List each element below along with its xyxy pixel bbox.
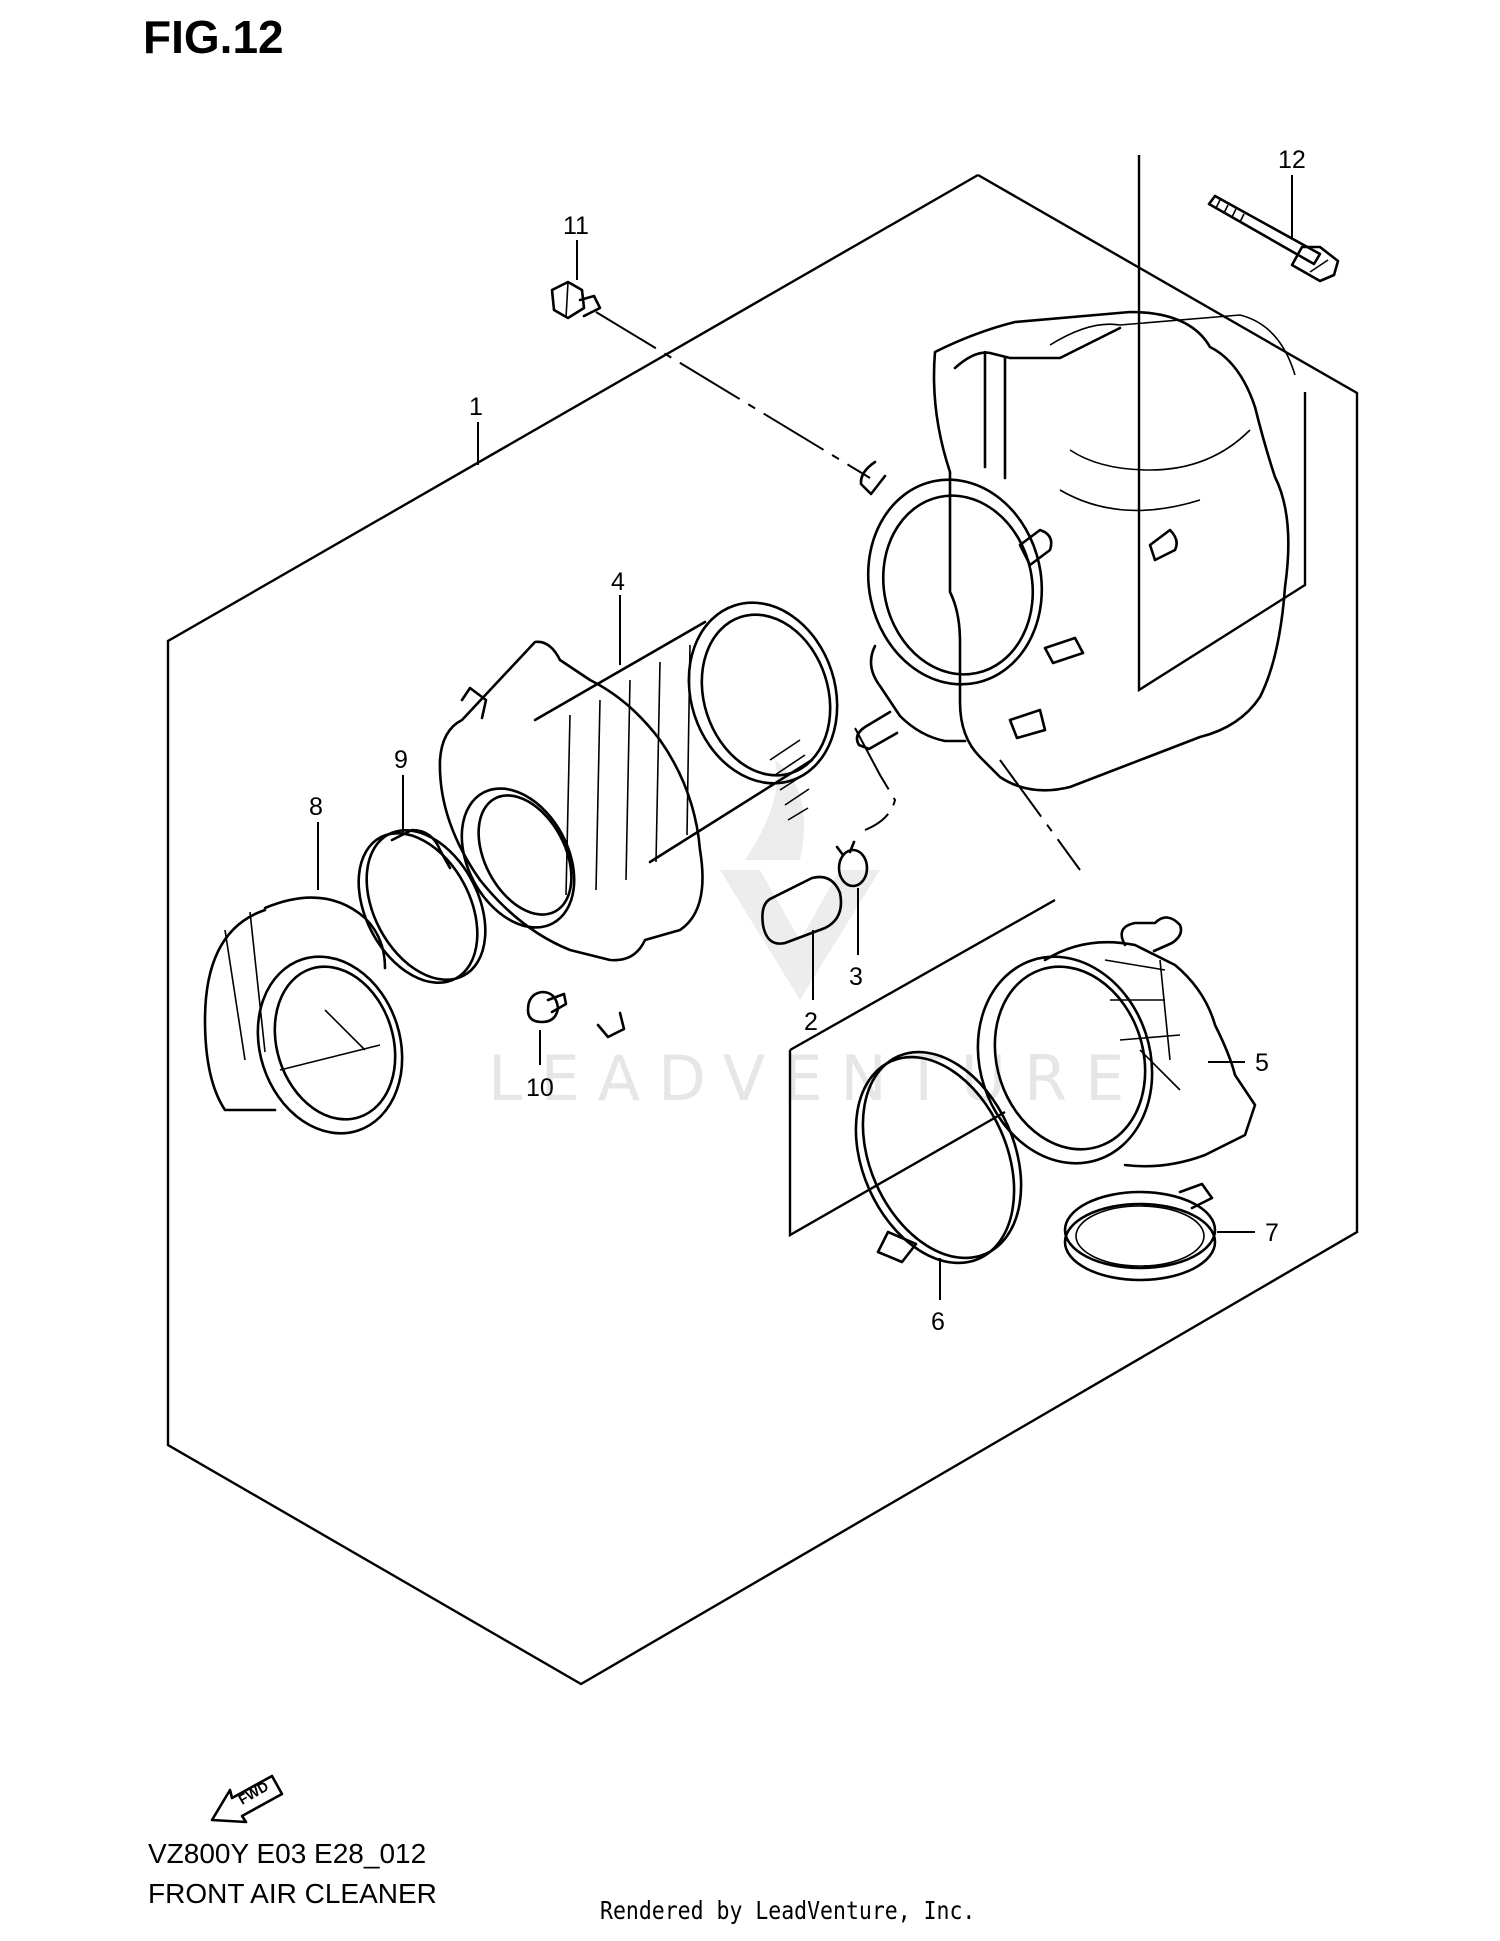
part-8-intake-cover bbox=[203, 896, 404, 1135]
part-9-clamp bbox=[357, 828, 487, 985]
part-7-ring-seal bbox=[1063, 1182, 1217, 1282]
callout-5: 5 bbox=[1255, 1049, 1269, 1077]
callout-7: 7 bbox=[1265, 1219, 1279, 1247]
watermark: LEADVENTURE bbox=[488, 760, 1142, 1115]
callout-11: 11 bbox=[563, 212, 589, 240]
callout-3: 3 bbox=[849, 963, 863, 991]
fwd-arrow-icon: FWD bbox=[210, 1774, 284, 1824]
assembly-line-outlet bbox=[999, 759, 1081, 871]
callouts: 1 2 3 4 5 6 7 8 9 10 11 12 bbox=[309, 146, 1306, 1336]
figure-title: FIG.12 bbox=[143, 11, 284, 63]
assembly-line-drain bbox=[854, 727, 897, 831]
callout-4: 4 bbox=[611, 568, 625, 596]
callout-12: 12 bbox=[1278, 146, 1306, 174]
subframe-outlet bbox=[788, 1050, 1006, 1238]
part-12-bolt bbox=[1207, 194, 1340, 283]
part-10-screw bbox=[526, 990, 568, 1024]
callout-8: 8 bbox=[309, 793, 323, 821]
part-6-clamp bbox=[854, 1050, 1023, 1265]
subframe-case bbox=[1137, 155, 1307, 693]
callout-10: 10 bbox=[526, 1074, 554, 1102]
assembly-frame-1 bbox=[166, 173, 1359, 1686]
callout-9: 9 bbox=[394, 746, 408, 774]
watermark-text: LEADVENTURE bbox=[488, 1042, 1142, 1115]
part-11-bolt bbox=[550, 280, 602, 320]
callout-6: 6 bbox=[931, 1308, 945, 1336]
assembly-line-11 bbox=[595, 311, 871, 479]
model-code: VZ800Y E03 E28_012 bbox=[148, 1838, 427, 1869]
callout-1: 1 bbox=[469, 393, 483, 421]
part-4-filter-element bbox=[438, 601, 839, 1039]
rendered-by-credit: Rendered by LeadVenture, Inc. bbox=[600, 1896, 976, 1925]
air-cleaner-case bbox=[855, 310, 1296, 792]
part-2-drain-plug bbox=[761, 875, 843, 945]
callout-2: 2 bbox=[804, 1008, 818, 1036]
part-3-clamp bbox=[835, 840, 869, 888]
section-name: FRONT AIR CLEANER bbox=[148, 1878, 437, 1909]
